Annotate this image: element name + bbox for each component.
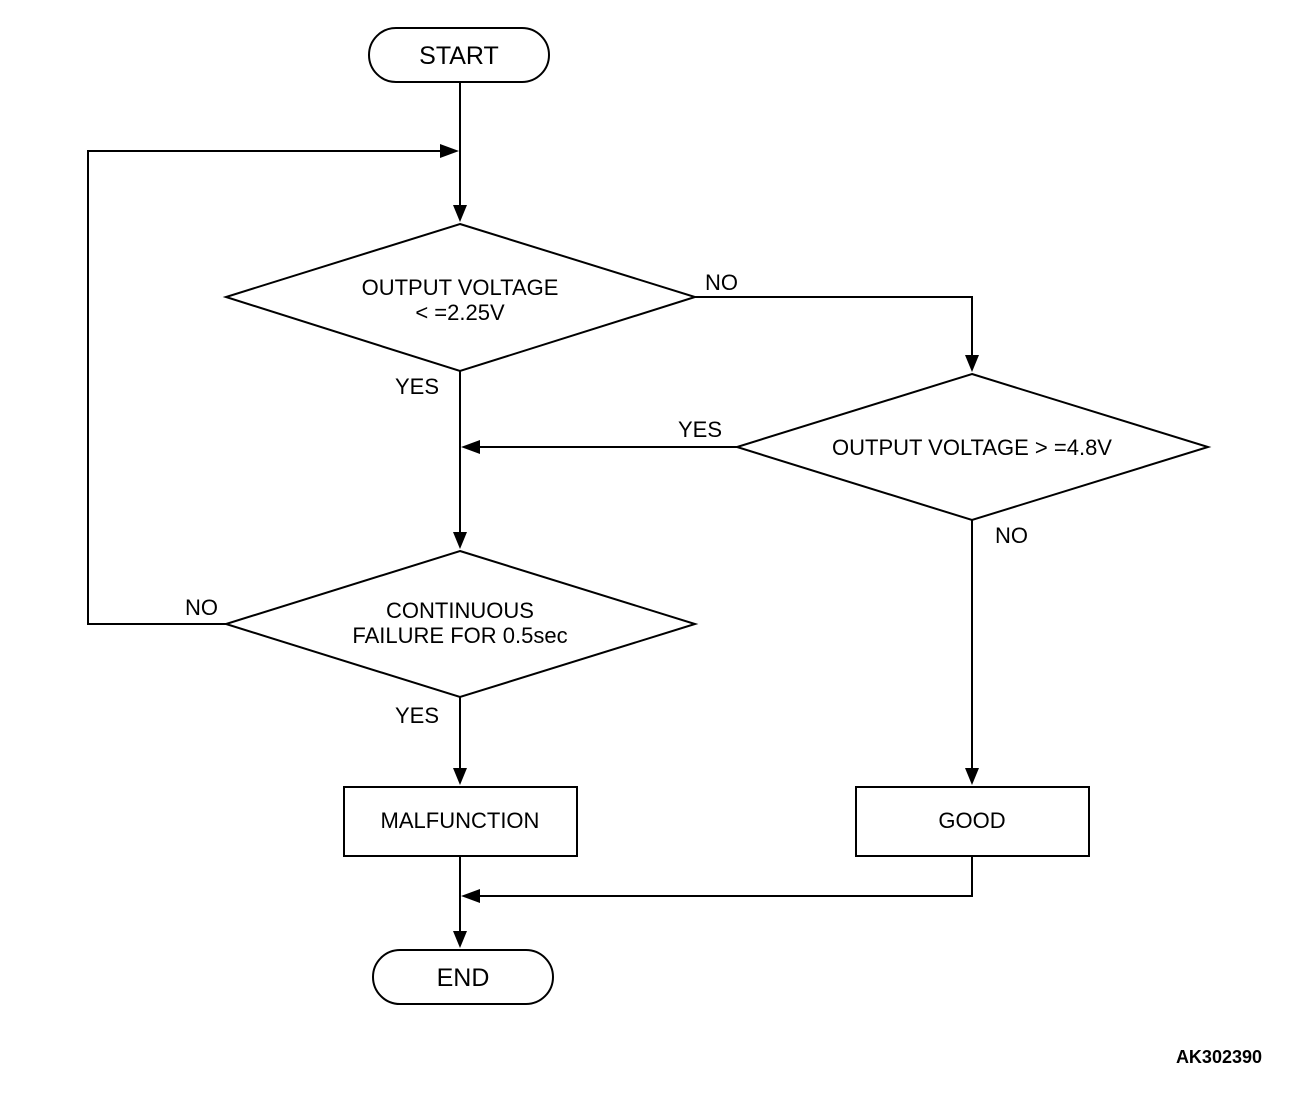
arrowhead-into-decision-low [453,205,467,222]
arrowhead-loop-merge [440,144,459,158]
arrowhead-into-end [453,931,467,948]
decision-continuous-line1: CONTINUOUS [386,598,534,623]
decision-high-yes-label: YES [678,417,722,442]
connector-low-no [695,296,973,356]
arrowhead-into-good [965,768,979,785]
malfunction-box [343,786,578,857]
decision-continuous-failure [222,549,699,699]
connector-good-to-end [479,856,973,897]
arrowhead-into-malfunction [453,768,467,785]
start-label: START [419,42,499,70]
decision-continuous-no-label: NO [185,595,218,620]
decision-continuous-yes-label: YES [395,703,439,728]
decision-high-voltage-label: OUTPUT VOLTAGE > =4.8V [832,435,1112,460]
good-box [855,786,1090,857]
start-terminal [368,27,550,83]
decision-low-voltage-line2: < =2.25V [415,300,505,325]
figure-id: AK302390 [1176,1047,1262,1067]
decision-low-no-label: NO [705,270,738,295]
decision-low-yes-label: YES [395,374,439,399]
connector-loop-back-no [87,150,442,625]
end-label: END [437,964,490,992]
malfunction-label: MALFUNCTION [381,808,540,833]
arrowhead-into-decision-high [965,355,979,372]
good-label: GOOD [938,808,1005,833]
decision-low-voltage [222,222,699,373]
decision-low-voltage-line1: OUTPUT VOLTAGE [362,275,559,300]
end-terminal [372,949,554,1005]
decision-continuous-line2: FAILURE FOR 0.5sec [352,623,567,648]
arrowhead-good-merge [461,889,480,903]
decision-high-no-label: NO [995,523,1028,548]
decision-high-voltage [733,372,1212,522]
arrowhead-high-yes-merge [461,440,480,454]
arrowhead-into-continuous [453,532,467,549]
